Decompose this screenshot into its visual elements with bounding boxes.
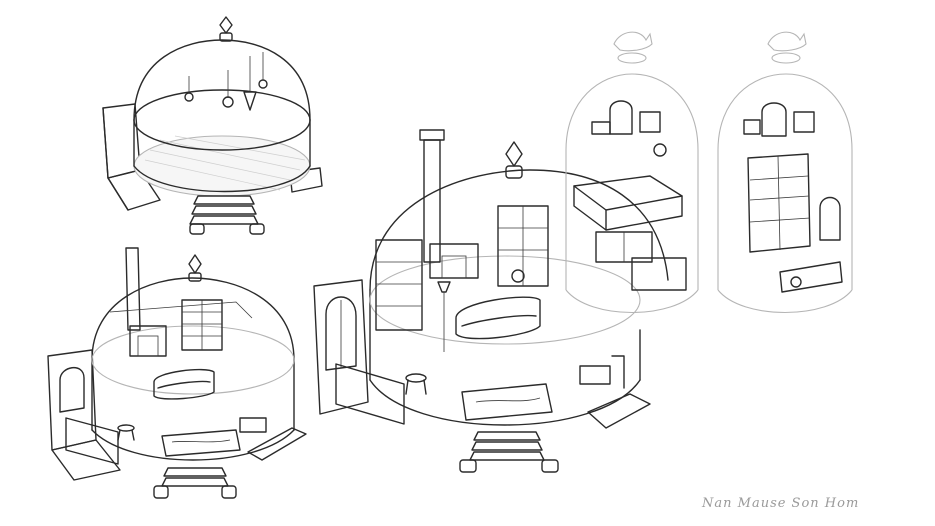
furnished-dome-large [313, 129, 669, 473]
empty-dome-stage [102, 16, 323, 235]
tall-jar-bedroom [565, 31, 699, 313]
furnished-dome-small [47, 247, 307, 499]
artist-signature: Nan Mause Son Hom [702, 496, 860, 511]
tall-jar-cabinet [717, 31, 853, 313]
